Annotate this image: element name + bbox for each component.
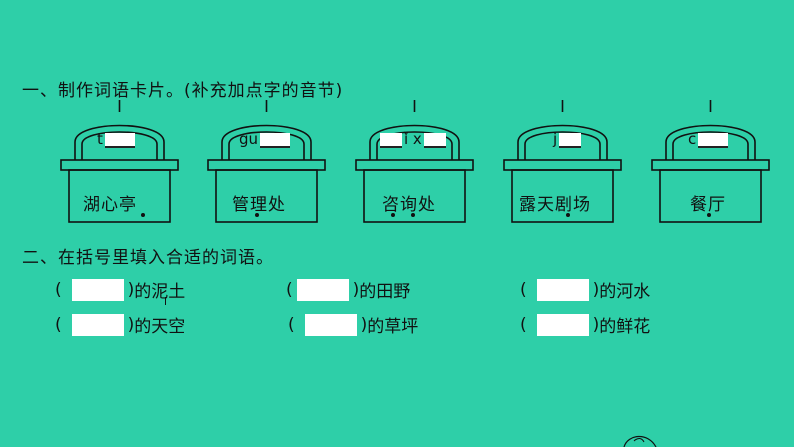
ledge bbox=[60, 159, 179, 171]
open-paren: ( bbox=[286, 279, 293, 300]
sign-panel bbox=[215, 169, 318, 223]
emphasis-dot bbox=[411, 213, 415, 217]
dome-outer bbox=[517, 124, 608, 160]
answer-box[interactable] bbox=[304, 313, 357, 336]
emphasis-dot bbox=[566, 213, 570, 217]
emphasis-dot bbox=[391, 213, 395, 217]
pinyin-middle: ǐ x bbox=[404, 130, 422, 148]
sign-panel bbox=[68, 169, 171, 223]
item-text: 的河水 bbox=[599, 282, 651, 302]
item-text: 的天空 bbox=[134, 317, 186, 337]
word-card-1 bbox=[57, 100, 182, 223]
pinyin-prefix: t bbox=[97, 130, 103, 148]
emphasis-dot bbox=[255, 213, 259, 217]
pinyin-blank-1[interactable]: t bbox=[97, 130, 135, 148]
card-frame bbox=[503, 100, 622, 223]
answer-box[interactable] bbox=[296, 278, 349, 301]
card-frame bbox=[60, 100, 179, 223]
dome-inner bbox=[524, 131, 601, 160]
pinyin-blank-3[interactable]: ǐ x bbox=[380, 130, 446, 148]
emphasis-dot bbox=[707, 213, 711, 217]
dome-inner bbox=[228, 131, 305, 160]
pinyin-answer-box[interactable] bbox=[559, 133, 582, 148]
fill-item-6: ( ) 的鲜花 bbox=[520, 312, 650, 337]
close-paren: ) bbox=[592, 314, 600, 335]
dome-outer bbox=[74, 124, 165, 160]
fill-item-4: ( ) 的天空 bbox=[55, 312, 185, 337]
close-paren: ) bbox=[127, 279, 135, 300]
answer-box[interactable] bbox=[536, 278, 589, 301]
item-text: 的鲜花 bbox=[599, 317, 651, 337]
dome-inner bbox=[672, 131, 749, 160]
pinyin-answer-box[interactable] bbox=[260, 133, 291, 148]
answer-box[interactable] bbox=[536, 313, 589, 336]
open-paren: ( bbox=[55, 314, 62, 335]
word-card-5 bbox=[648, 100, 773, 223]
item-text: 的田野 bbox=[359, 282, 411, 302]
dome-inner bbox=[81, 131, 158, 160]
ledge bbox=[355, 159, 474, 171]
item-text: 的草坪 bbox=[367, 317, 419, 337]
close-paren: ) bbox=[360, 314, 368, 335]
decorative-shape-icon bbox=[623, 435, 657, 447]
open-paren: ( bbox=[288, 314, 295, 335]
pinyin-prefix: c bbox=[688, 130, 697, 148]
question-2-title: 二、在括号里填入合适的词语。 bbox=[22, 248, 274, 268]
card-word-4: 露天剧场 bbox=[519, 195, 591, 215]
card-word-2: 管理处 bbox=[232, 195, 286, 215]
tick-mark bbox=[165, 297, 166, 305]
fill-item-3: ( ) 的河水 bbox=[520, 277, 650, 302]
pinyin-blank-5[interactable]: c bbox=[688, 130, 729, 148]
dome-outer bbox=[221, 124, 312, 160]
card-frame bbox=[207, 100, 326, 223]
open-paren: ( bbox=[55, 279, 62, 300]
card-word-1: 湖心亭 bbox=[83, 195, 137, 215]
close-paren: ) bbox=[592, 279, 600, 300]
pinyin-blank-4[interactable]: j bbox=[553, 130, 582, 148]
card-frame bbox=[355, 100, 474, 223]
sign-panel bbox=[363, 169, 466, 223]
emphasis-dot bbox=[141, 213, 145, 217]
pinyin-answer-box[interactable] bbox=[423, 133, 446, 148]
word-card-2 bbox=[204, 100, 329, 223]
close-paren: ) bbox=[352, 279, 360, 300]
pinyin-answer-box[interactable] bbox=[380, 133, 402, 148]
answer-box[interactable] bbox=[71, 313, 124, 336]
pinyin-answer-box[interactable] bbox=[698, 133, 729, 148]
question-1-title: 一、制作词语卡片。(补充加点字的音节) bbox=[22, 81, 344, 101]
card-frame bbox=[651, 100, 770, 223]
fill-item-1: ( ) 的泥土 bbox=[55, 277, 185, 302]
ledge bbox=[503, 159, 622, 171]
sign-panel bbox=[659, 169, 762, 223]
pinyin-prefix: j bbox=[553, 130, 558, 148]
word-card-4 bbox=[500, 100, 625, 223]
word-card-3 bbox=[352, 100, 477, 223]
fill-item-2: ( ) 的田野 bbox=[286, 277, 410, 302]
answer-box[interactable] bbox=[71, 278, 124, 301]
dome-outer bbox=[665, 124, 756, 160]
ledge bbox=[651, 159, 770, 171]
open-paren: ( bbox=[520, 279, 527, 300]
ledge bbox=[207, 159, 326, 171]
sign-panel bbox=[511, 169, 614, 223]
pinyin-answer-box[interactable] bbox=[104, 133, 135, 148]
open-paren: ( bbox=[520, 314, 527, 335]
dome-inner bbox=[376, 131, 453, 160]
card-word-5: 餐厅 bbox=[690, 195, 726, 215]
pinyin-blank-2[interactable]: gu bbox=[239, 130, 291, 148]
dome-outer bbox=[369, 124, 460, 160]
item-text: 的泥土 bbox=[134, 282, 186, 302]
close-paren: ) bbox=[127, 314, 135, 335]
fill-item-5: ( ) 的草坪 bbox=[288, 312, 418, 337]
card-word-3: 咨询处 bbox=[382, 195, 436, 215]
pinyin-prefix: gu bbox=[239, 130, 259, 148]
